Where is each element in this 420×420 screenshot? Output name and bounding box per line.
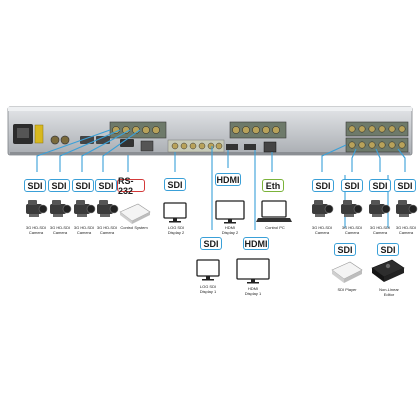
device-caption: 3G HD-SDI Camera bbox=[341, 225, 363, 235]
sdi-tag: SDI bbox=[48, 179, 70, 192]
sdi-camera-icon bbox=[97, 200, 119, 217]
sdi-camera-icon bbox=[74, 200, 96, 217]
sdi-tag: SDI bbox=[164, 178, 186, 191]
sdi-tag: SDI bbox=[24, 179, 46, 192]
device-caption: HDMI Display 2 bbox=[221, 225, 239, 235]
sdi-camera-icon bbox=[396, 200, 418, 217]
control-system-icon bbox=[119, 203, 151, 224]
monitor-icon bbox=[196, 259, 220, 281]
sdi-player-icon bbox=[331, 261, 363, 283]
device-caption: 3G HD-SDI Camera bbox=[25, 225, 47, 235]
sdi-tag: SDI bbox=[394, 179, 416, 192]
monitor-icon bbox=[236, 258, 270, 284]
device-caption: HDMI Display 1 bbox=[244, 286, 262, 296]
sdi-tag: SDI bbox=[341, 179, 363, 192]
rack-chassis-icon bbox=[7, 106, 413, 156]
device-caption: LOG SDI Display 2 bbox=[167, 225, 185, 235]
sdi-tag: SDI bbox=[72, 179, 94, 192]
device-caption: 3G HD-SDI Camera bbox=[96, 225, 118, 235]
device-caption: 3G HD-SDI Camera bbox=[369, 225, 391, 235]
device-caption: LOG SDI Display 1 bbox=[199, 284, 217, 294]
sdi-camera-icon bbox=[341, 200, 363, 217]
device-caption: 3G HD-SDI Camera bbox=[73, 225, 95, 235]
monitor-icon bbox=[163, 202, 187, 223]
device-caption: 3G HD-SDI Camera bbox=[311, 225, 333, 235]
editor-icon bbox=[371, 259, 405, 282]
sdi-camera-icon bbox=[26, 200, 48, 217]
device-caption: 3G HD-SDI Camera bbox=[395, 225, 417, 235]
laptop-icon bbox=[256, 200, 292, 222]
sdi-tag: SDI bbox=[95, 179, 117, 192]
device-caption: SDI Player bbox=[337, 287, 357, 292]
device-caption: Non-Linear Editor bbox=[379, 287, 399, 297]
monitor-icon bbox=[215, 200, 245, 224]
sdi-camera-icon bbox=[369, 200, 391, 217]
hdmi-tag: HDMI bbox=[243, 237, 269, 250]
rs232-tag: RS-232 bbox=[117, 176, 145, 196]
hdmi-tag: HDMI bbox=[215, 173, 241, 186]
sdi-tag: SDI bbox=[200, 237, 222, 250]
device-caption: Control System bbox=[120, 225, 148, 230]
sdi-tag: SDI bbox=[312, 179, 334, 192]
sdi-camera-icon bbox=[50, 200, 72, 217]
device-caption: Control PC bbox=[265, 225, 285, 230]
eth-tag: Eth bbox=[262, 179, 284, 192]
device-caption: 3G HD-SDI Camera bbox=[49, 225, 71, 235]
sdi-tag: SDI bbox=[369, 179, 391, 192]
sdi-tag: SDI bbox=[334, 243, 356, 256]
sdi-tag: SDI bbox=[377, 243, 399, 256]
sdi-camera-icon bbox=[312, 200, 334, 217]
